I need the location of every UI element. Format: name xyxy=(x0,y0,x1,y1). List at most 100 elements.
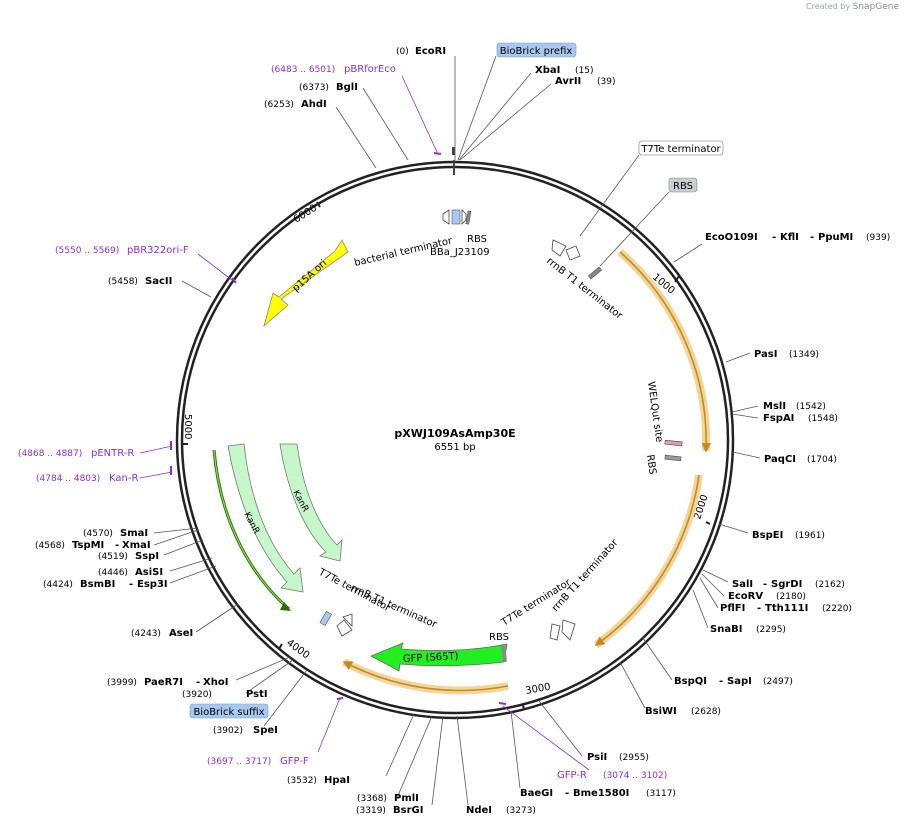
created-by-snapgene: Created by SnapGene xyxy=(806,2,899,12)
svg-text:-: - xyxy=(757,603,761,614)
site-avrii: AvrII xyxy=(555,76,581,87)
ruler-label-3000: 3000 xyxy=(525,682,552,697)
site-pos-msli: (1542) xyxy=(796,402,826,412)
primer-range-gfpr: (3074 .. 3102) xyxy=(603,771,667,781)
site-pos-ndei: (3273) xyxy=(506,806,536,816)
plasmid-name: pXWJ109AsAmp30E xyxy=(394,427,515,440)
site-fspai: FspAI xyxy=(763,413,794,424)
biobrick-prefix-box[interactable] xyxy=(496,42,577,58)
site-bspqi: BspQI xyxy=(674,676,707,687)
p15a-ori-feature[interactable] xyxy=(263,239,349,328)
site-pos-snabi: (2295) xyxy=(756,625,786,635)
primer-pbr322ori: pBR322ori-F xyxy=(127,245,189,256)
rbs-callout-leader xyxy=(599,191,670,267)
primer-range-pbr322ori: (5550 .. 5569) xyxy=(55,246,119,256)
site-spei: SpeI xyxy=(253,725,278,736)
welqut-label: WELQut site xyxy=(645,381,664,443)
leader-lines xyxy=(153,55,761,806)
biobrick-suffix-box[interactable] xyxy=(189,703,269,719)
site-pos-bgli: (6373) xyxy=(299,83,329,93)
rbs-callout-box[interactable] xyxy=(668,177,698,193)
site-xhoi: XhoI xyxy=(203,677,228,688)
site-pos-sali: (2162) xyxy=(815,580,845,590)
site-pos-asisi: (4446) xyxy=(98,568,128,578)
site-asisi: AsiSI xyxy=(135,567,163,578)
site-pos-smai: (4570) xyxy=(83,529,113,539)
site-pmli: PmlI xyxy=(394,793,419,804)
upper-rbs-mark[interactable] xyxy=(587,266,603,280)
site-kfli: KflI xyxy=(780,232,799,243)
ruler-label-5000: 5000 xyxy=(182,414,193,439)
site-pasi: PasI xyxy=(754,349,777,360)
ruler-ticks xyxy=(182,201,711,711)
orange-arc-lower xyxy=(593,474,703,649)
site-sgrdi: SgrDI xyxy=(771,579,802,590)
site-pos-paer7i: (3999) xyxy=(107,678,137,688)
svg-text:-: - xyxy=(565,788,569,799)
site-pos-pmli: (3368) xyxy=(357,794,387,804)
site-pos-bsiwi: (2628) xyxy=(691,707,721,717)
gfp-feature[interactable] xyxy=(370,642,508,672)
kan-region-arrowhead xyxy=(280,602,291,611)
primer-range-pbrforeco: (6483 .. 6501) xyxy=(271,65,335,75)
plasmid-size: 6551 bp xyxy=(434,442,475,453)
site-bsiwi: BsiWI xyxy=(645,706,677,717)
site-pos-ecoo109i: (939) xyxy=(866,233,890,243)
site-psii: PsiI xyxy=(587,752,607,763)
biobrick-suffix-label: BioBrick suffix xyxy=(193,707,264,718)
welqut-site-mark[interactable] xyxy=(664,439,683,447)
site-pos-xbai: (15) xyxy=(575,66,593,76)
kanr-feature-outer[interactable] xyxy=(227,443,304,593)
site-snabi: SnaBI xyxy=(710,624,742,635)
top-rbs-mark[interactable] xyxy=(465,210,472,225)
site-tspmi: TspMI xyxy=(72,540,104,551)
rbs-right-label: RBS xyxy=(644,454,658,475)
svg-text:-: - xyxy=(129,579,133,590)
site-pos-bspqi: (2497) xyxy=(763,677,793,687)
site-smai: SmaI xyxy=(120,528,148,539)
rrnb-left-glyph xyxy=(342,613,353,627)
rrnb-glyph-top-a xyxy=(551,239,567,257)
biobrick-prefix-label: BioBrick prefix xyxy=(500,46,573,57)
t7te-left-glyph xyxy=(336,619,353,637)
primer-range-gfpf: (3697 .. 3717) xyxy=(207,757,271,767)
site-ecorv: EcoRV xyxy=(728,591,763,602)
svg-text:-: - xyxy=(196,677,200,688)
site-pos-pasi: (1349) xyxy=(789,350,819,360)
primer-kanr: Kan-R xyxy=(109,473,138,484)
site-xmai: XmaI xyxy=(122,540,151,551)
primer-pentr: pENTR-R xyxy=(91,448,134,459)
site-bme1580i: Bme1580I xyxy=(573,788,629,799)
primer-range-pentr: (4868 .. 4887) xyxy=(18,449,82,459)
backbone-outer xyxy=(175,160,735,720)
site-ecori: EcoRI xyxy=(415,46,446,57)
orange-arc-bottom xyxy=(342,658,509,695)
site-ahdi: AhdI xyxy=(301,99,327,110)
t7te-terminator-box[interactable] xyxy=(638,140,724,156)
site-pos-paqci: (1704) xyxy=(807,455,837,465)
site-ecoo109i: EcoO109I xyxy=(705,232,758,243)
orange-arc-lower-core xyxy=(594,474,700,646)
primer-range-kanr: (4784 .. 4803) xyxy=(36,474,100,484)
site-bsmbi: BsmBI xyxy=(80,579,115,590)
rrnb-top-label: rrnB T1 terminator xyxy=(544,256,625,322)
snapgene-brand: SnapGene xyxy=(852,2,899,12)
site-pos-baegi: (3117) xyxy=(646,789,676,799)
bba-promoter[interactable] xyxy=(451,209,461,225)
site-pos-hpai: (3532) xyxy=(287,776,317,786)
kanr-feature-inner[interactable] xyxy=(279,443,343,562)
lower-left-promoter[interactable] xyxy=(319,610,333,626)
site-pos-bsrgi: (3319) xyxy=(356,806,386,816)
t7te-right-glyph xyxy=(549,623,561,641)
site-sapi: SapI xyxy=(727,676,752,687)
primer-pbrforeco: pBRforEco xyxy=(344,64,396,75)
site-pos-ecori: (0) xyxy=(396,47,409,57)
site-pos-psti: (3920) xyxy=(182,690,212,700)
svg-text:-: - xyxy=(115,540,119,551)
top-rbs-label: RBS xyxy=(467,234,487,245)
site-msli: MslI xyxy=(763,401,786,412)
site-bsrgi: BsrGI xyxy=(393,805,423,816)
site-sali: SalI xyxy=(732,579,753,590)
rbs-right-mark[interactable] xyxy=(664,454,682,462)
